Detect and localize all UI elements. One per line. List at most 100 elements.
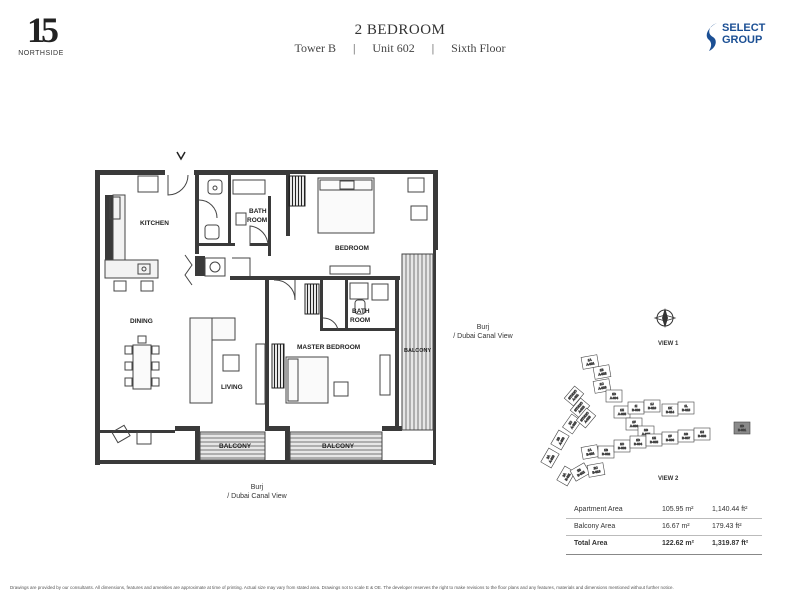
keyplan-unit: 1KB-614 (661, 403, 679, 417)
keyplan-unit: 1EB-605 (645, 433, 663, 447)
room-label-balcony-bottom-2: BALCONY (322, 443, 355, 450)
walls (95, 170, 438, 465)
room-label-bedroom: BEDROOM (335, 245, 369, 252)
keyplan-unit: 1FB-606 (661, 431, 679, 445)
room-label-master-bedroom: MASTER BEDROOM (297, 344, 360, 351)
keyplan-unit-label: STUDIO (567, 389, 578, 401)
keyplan-unit: 1IB-609 (627, 401, 645, 415)
keyplan-unit: 1LB-615 (677, 401, 695, 415)
tower-label: Tower B (294, 41, 336, 55)
brand-mark-icon (706, 23, 717, 51)
keyplan-unit: 1AA-601 (580, 354, 600, 370)
logo-text: NORTHSIDE (18, 50, 64, 57)
keyplan-unit: 1BA-602 (592, 364, 612, 380)
keyplan-unit: 2AA-610 (540, 447, 560, 469)
keyplan-unit-label: A-609 (558, 436, 566, 445)
keyplan-unit-label: 1L (684, 404, 688, 408)
keyplan-unit-label: B-610 (648, 406, 656, 410)
floor-label: Sixth Floor (451, 41, 506, 55)
entrance-arrow-icon (176, 151, 186, 161)
keyplan-unit: 2BB-612 (569, 462, 591, 482)
table-row: Balcony Area 16.67 m² 179.43 ft² (566, 519, 762, 536)
keyplan-unit-label: A-602 (598, 371, 607, 376)
keyplan-unit: 1CA-603 (592, 378, 612, 394)
keyplan-unit: 1JB-610 (643, 399, 661, 413)
separator: | (352, 41, 356, 55)
keyplan-unit-label: A-611 (571, 393, 579, 402)
compass-icon (653, 308, 677, 328)
keyplan-unit: 1GB-607 (677, 429, 695, 443)
keyplan-unit: 2CA-608 (562, 413, 582, 435)
keyplan-unit-label: B-601 (738, 428, 746, 432)
key-plan: 2AA-6102BA-6092CA-6081AA-6011BA-6021CA-6… (540, 308, 751, 487)
keyplan-unit-label: B-606 (666, 438, 674, 442)
keyplan-unit: 2BA-609 (550, 429, 570, 451)
keyplan-unit-label: 1F (632, 420, 636, 424)
keyplan-unit-label: 2C (593, 466, 598, 471)
keyplan-unit-label: 1A (587, 358, 591, 363)
room-label-living: LIVING (221, 384, 243, 391)
keyplan-unit: 1AB-601 (580, 444, 600, 460)
keyplan-unit-label: A-613 (583, 415, 591, 424)
brand-line-2: GROUP (722, 34, 763, 46)
keyplan-unit-label: A-610 (548, 454, 556, 463)
view-label-right: Burj / Dubai Canal View (453, 324, 513, 340)
keyplan-unit-label: A-601 (586, 361, 595, 366)
area-table: Apartment Area 105.95 m² 1,140.44 ft² Ba… (566, 502, 762, 555)
keyplan-unit-label: 2B (556, 436, 561, 441)
disclaimer: Drawings are provided by our consultants… (10, 585, 674, 590)
unit-info: Tower B | Unit 602 | Sixth Floor (0, 41, 800, 56)
page-title: 2 BEDROOM (354, 22, 446, 38)
keyplan-unit-label: 1G (684, 432, 689, 436)
keyplan-unit-label: A-603 (598, 385, 607, 390)
keyplan-unit: 2AB-611 (556, 465, 576, 487)
keyplan-unit-label: A-612 (577, 405, 585, 414)
table-row: Apartment Area 105.95 m² 1,140.44 ft² (566, 502, 762, 519)
keyplan-unit-label: 1C (620, 442, 625, 446)
room-label-dining: DINING (130, 318, 153, 325)
keyplan-unit: 1DB-604 (629, 435, 647, 449)
keyplan-unit-label: 1H (700, 430, 704, 434)
keyplan-unit-label: 1D (636, 438, 641, 442)
keyplan-unit-label: 1K (668, 406, 672, 410)
view-1-label: VIEW 1 (658, 341, 679, 347)
keyplan-unit-label: 1G (644, 428, 649, 432)
keyplan-unit: 1CB-603 (613, 439, 631, 453)
keyplan-unit-label: B-607 (682, 436, 690, 440)
keyplan-unit-label: B-605 (650, 440, 658, 444)
balcony-bottom-left (199, 431, 266, 461)
keyplan-unit-label: B-601 (586, 451, 595, 456)
room-label-bath-2: BATH (352, 308, 370, 315)
keyplan-unit: 1HB-608 (693, 427, 711, 441)
room-label-kitchen: KITCHEN (140, 220, 169, 227)
keyplan-unit-label: B-603 (618, 446, 626, 450)
room-label-bath-1: BATH (249, 208, 267, 215)
keyplan-unit-label: B-612 (577, 470, 586, 478)
keyplan-unit-label: B-613 (592, 469, 601, 474)
balcony-bottom-right (289, 431, 383, 461)
room-label-balcony-right: BALCONY (404, 348, 432, 354)
keyplan-unit-label: 1C (599, 382, 604, 387)
keyplan-unit: 1EA-605 (613, 405, 631, 419)
keyplan-unit-label: 2B (576, 468, 581, 473)
keyplan-unit-label: STUDIO (573, 401, 584, 413)
keyplan-unit-label: 2D (740, 424, 745, 428)
balcony-right (401, 253, 434, 431)
keyplan-unit-label: 1I (635, 404, 638, 408)
brand-line-1: SELECT (722, 22, 766, 34)
keyplan-unit-label: 1B (604, 448, 608, 452)
keyplan-unit-label: A-605 (618, 412, 626, 416)
keyplan-unit-label: 1F (668, 434, 672, 438)
keyplan-unit-label: 1E (652, 436, 656, 440)
keyplan-unit-label: B-614 (666, 410, 674, 414)
keyplan-unit: 2CB-613 (586, 462, 606, 478)
keyplan-unit-label: B-609 (632, 408, 640, 412)
room-label-balcony-bottom-1: BALCONY (219, 443, 252, 450)
total-row: Total Area 122.62 m² 1,319.87 ft² (566, 536, 762, 555)
keyplan-unit-label: B-615 (682, 408, 690, 412)
northside-logo: 15 NORTHSIDE (18, 12, 64, 57)
keyplan-unit: 1BB-602 (597, 445, 615, 459)
separator: | (431, 41, 435, 55)
